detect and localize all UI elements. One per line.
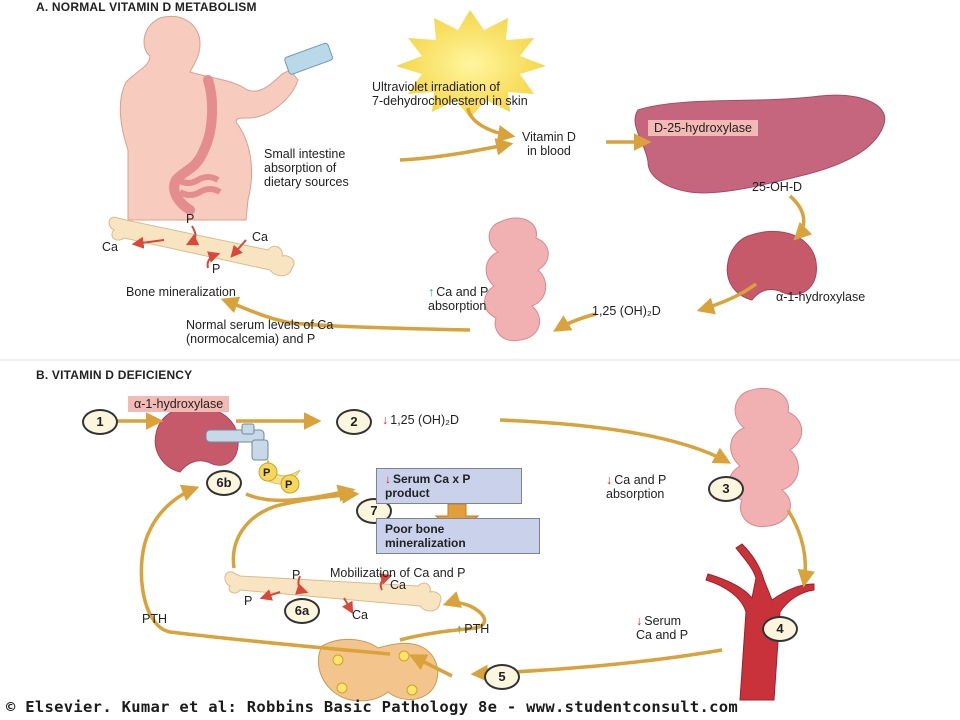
metabolite-125-label: 1,25 (OH)₂D [592,304,661,318]
step-1-badge: 1 [82,409,118,435]
serum-decrease-label: Serum Ca and P [636,614,688,642]
kidney-enzyme-deficient-label: α-1-hydroxylase [128,396,230,412]
kidney-enzyme-label: α-1-hydroxylase [776,290,866,304]
bone-calcium-label: Ca [352,608,368,622]
pth-left-label: PTH [142,612,167,626]
bone-mineralization-label: Bone mineralization [126,285,236,299]
kidney-deficient-shape [154,406,239,473]
pth-increase-label: PTH [456,622,489,636]
person-silhouette [119,16,333,221]
intestine-absorption-label: Small intestine absorption of dietary so… [264,147,349,189]
step-3-badge: 3 [708,476,744,502]
bone-phosphate-label: P [292,568,301,582]
section-a-title: A. NORMAL VITAMIN D METABOLISM [36,0,257,14]
liver-shape [634,94,886,194]
step-6a-badge: 6a [284,598,320,624]
step-6b-badge: 6b [206,470,242,496]
thyroid-shape [317,639,439,702]
artery-shape [705,543,815,701]
serum-product-box: Serum Ca x P product [376,468,522,504]
bone-calcium-label: Ca [390,578,406,592]
uv-label: Ultraviolet irradiation of 7-dehydrochol… [372,80,528,108]
kidney-shape [726,230,817,301]
step-7-badge: 7 [356,498,392,524]
section-b-title: B. VITAMIN D DEFICIENCY [36,368,193,382]
bone-phosphate-label: P [212,262,221,276]
bone-deficient-shape [224,571,442,612]
bone-calcium-label: Ca [102,240,118,254]
step-2-badge: 2 [336,409,372,435]
metabolite-decrease-label: 1,25 (OH)₂D [382,413,459,427]
drop-phosphate-label: P [263,467,271,479]
drop-phosphate-label: P [285,479,293,491]
arrows-section-a [220,107,813,332]
intestine-segment [484,217,549,342]
bone-phosphate-label: P [186,212,195,226]
copyright-footer: © Elsevier. Kumar et al: Robbins Basic P… [6,698,739,716]
bone-shape [108,216,295,277]
phosphate-drop [258,462,278,482]
arrows-section-b [116,412,815,683]
vitamin-d-label: Vitamin D in blood [522,130,576,158]
serum-normal-label: Normal serum levels of Ca (normocalcemia… [186,318,334,346]
intestine-deficient-segment [728,387,803,528]
liver-enzyme-label: D-25-hydroxylase [648,120,758,136]
sun-icon [396,10,546,118]
absorption-increase-label: Ca and P absorption [428,285,488,313]
phosphate-drop [280,474,300,494]
bone-phosphate-label: P [244,594,253,608]
poor-mineralization-box: Poor bone mineralization [376,518,540,554]
absorption-decrease-label: Ca and P absorption [606,473,666,501]
metabolite-25-label: 25-OH-D [752,180,803,194]
bone-calcium-label: Ca [252,230,268,244]
mobilization-label: Mobilization of Ca and P [330,566,466,580]
step-4-badge: 4 [762,616,798,642]
step-5-badge: 5 [484,664,520,690]
